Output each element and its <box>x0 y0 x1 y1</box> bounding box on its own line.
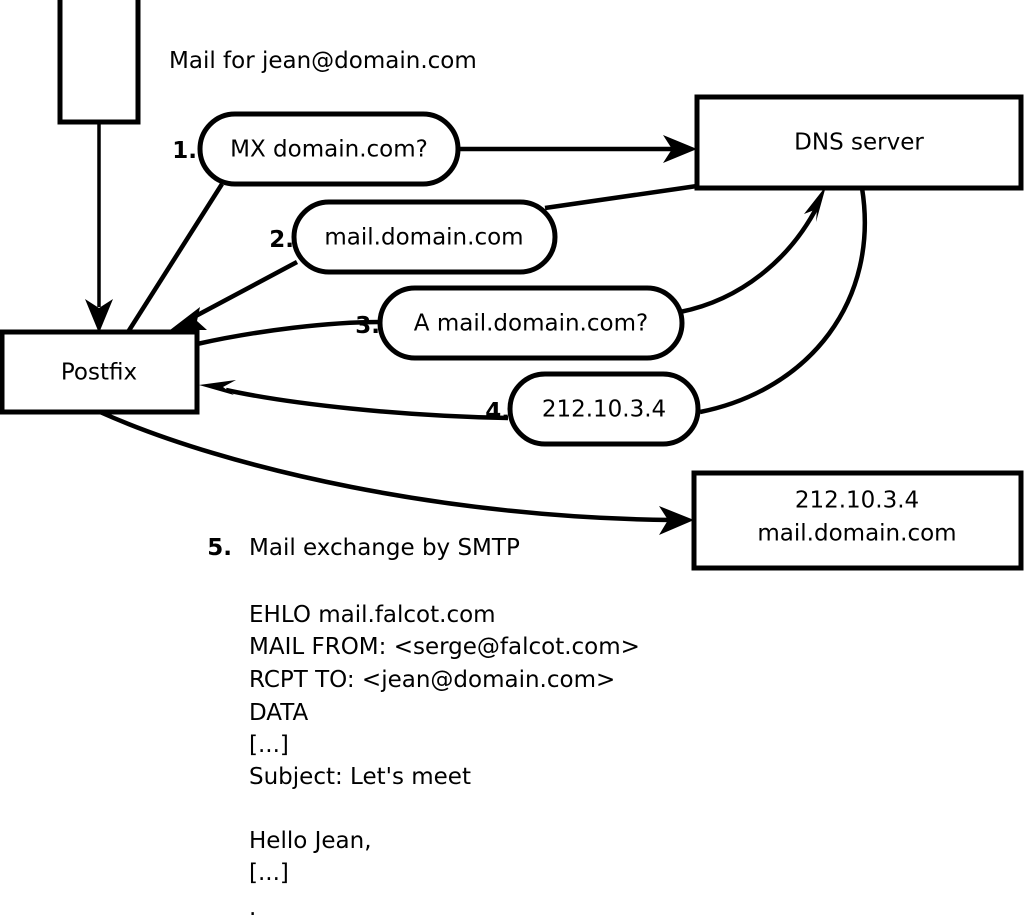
step-2-bubble: 2. mail.domain.com <box>269 199 558 275</box>
target-server-box: 212.10.3.4 mail.domain.com <box>691 470 1024 571</box>
smtp-line-3: DATA <box>249 700 309 726</box>
step-3-number: 3. <box>355 313 380 339</box>
edge-postfix-to-step1 <box>126 182 224 334</box>
target-server-hostname: mail.domain.com <box>757 521 956 547</box>
edge-dns-to-step2 <box>544 183 698 211</box>
target-server-ip: 212.10.3.4 <box>795 488 919 514</box>
edge-dns-to-step4 <box>699 187 868 415</box>
smtp-line-4: [...] <box>249 732 289 758</box>
dns-server-box: DNS server <box>694 94 1024 191</box>
step-4-bubble: 4. 212.10.3.4 <box>485 371 701 447</box>
step-4-number: 4. <box>485 399 510 425</box>
smtp-line-5: Subject: Let's meet <box>249 764 471 790</box>
smtp-line-9: . <box>249 895 256 919</box>
step-1-label: MX domain.com? <box>230 137 428 163</box>
postfix-box: Postfix <box>0 329 200 415</box>
edge-step1-to-dns <box>458 135 697 163</box>
step-2-label: mail.domain.com <box>324 225 523 251</box>
edge-postfix-to-step3 <box>196 319 381 347</box>
postfix-label: Postfix <box>61 360 137 386</box>
edge-postfix-to-target <box>99 409 694 535</box>
smtp-line-2: RCPT TO: <jean@domain.com> <box>249 667 615 693</box>
step-2-number: 2. <box>269 227 294 253</box>
step-5-number: 5. <box>207 535 232 561</box>
smtp-line-0: EHLO mail.falcot.com <box>249 602 496 628</box>
step-1-bubble: 1. MX domain.com? <box>172 111 461 187</box>
step-4-label: 212.10.3.4 <box>542 397 666 423</box>
edge-step2-to-postfix <box>170 260 299 330</box>
edge-step4-to-postfix <box>199 380 509 421</box>
step-5-label: Mail exchange by SMTP <box>249 535 520 561</box>
edge-sender-to-postfix <box>85 122 113 333</box>
step-3-label: A mail.domain.com? <box>414 311 648 337</box>
edge-step3-to-dns <box>679 186 826 315</box>
mail-for-note: Mail for jean@domain.com <box>169 48 477 74</box>
dns-server-label: DNS server <box>794 130 924 156</box>
smtp-line-8: [...] <box>249 860 289 886</box>
sender-box <box>57 0 141 125</box>
step-1-number: 1. <box>172 138 197 164</box>
step-3-bubble: 3. A mail.domain.com? <box>355 285 685 361</box>
smtp-line-7: Hello Jean, <box>249 828 372 854</box>
smtp-line-1: MAIL FROM: <serge@falcot.com> <box>249 634 640 660</box>
